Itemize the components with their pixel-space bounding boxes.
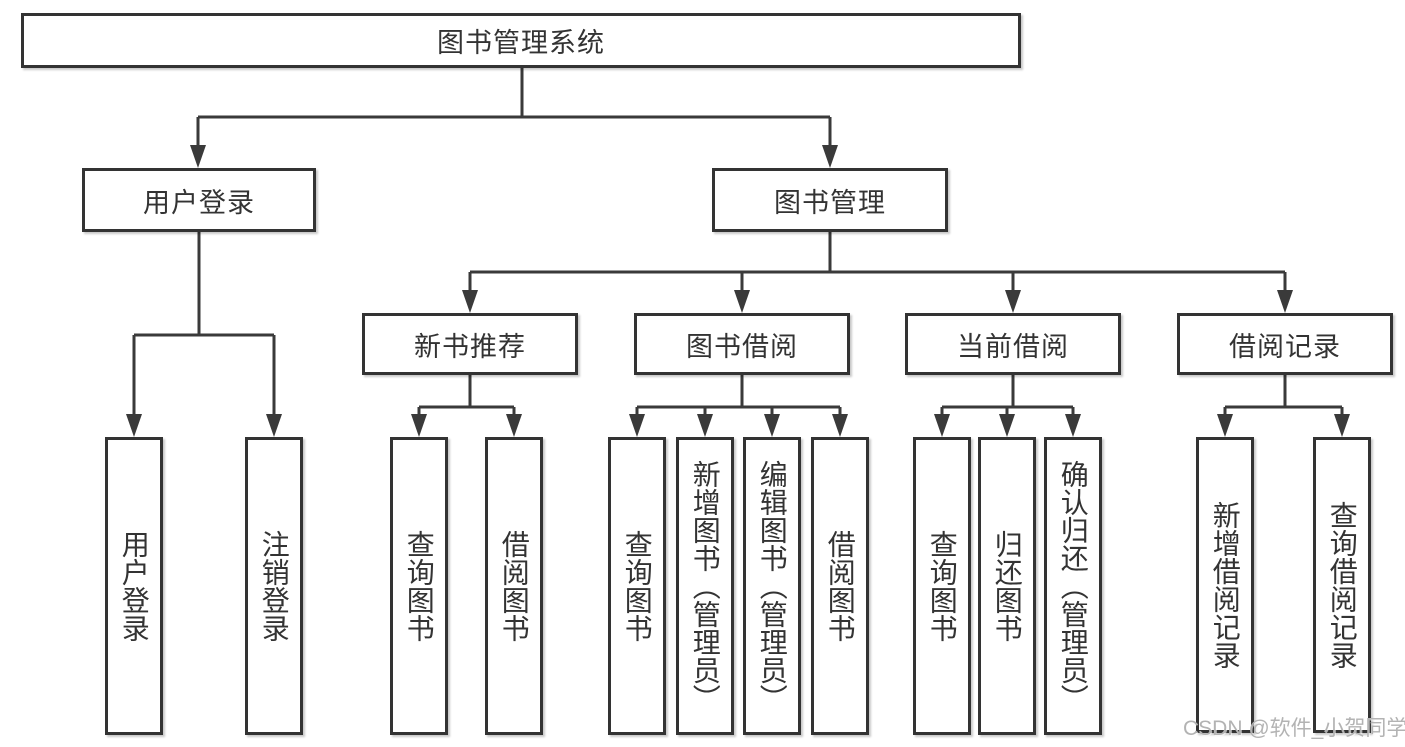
arrowhead-icon <box>734 290 750 313</box>
node-label: 用户登录 <box>118 530 150 642</box>
leaf-query-books-current: 查询图书 <box>913 437 971 735</box>
leaf-return-books: 归还图书 <box>978 437 1036 735</box>
leaf-query-borrow-record: 查询借阅记录 <box>1313 437 1371 733</box>
node-label: 借阅图书 <box>824 530 856 642</box>
node-label: 归还图书 <box>991 530 1023 642</box>
node-label: 确认归还（管理员） <box>1057 460 1089 712</box>
node-label: 编辑图书（管理员） <box>756 460 788 712</box>
arrowhead-icon <box>629 414 645 437</box>
arrowheads <box>126 145 1350 437</box>
node-label: 查询图书 <box>926 530 958 642</box>
node-library-management-system: 图书管理系统 <box>21 13 1021 68</box>
arrowhead-icon <box>126 414 142 437</box>
arrowhead-icon <box>697 414 713 437</box>
node-new-book-recommendation: 新书推荐 <box>362 313 578 375</box>
node-book-management: 图书管理 <box>712 168 948 232</box>
arrowhead-icon <box>411 414 427 437</box>
arrowhead-icon <box>462 290 478 313</box>
leaf-add-books-admin: 新增图书（管理员） <box>676 437 734 735</box>
arrowhead-icon <box>1217 414 1233 437</box>
arrowhead-icon <box>1065 414 1081 437</box>
leaf-edit-books-admin: 编辑图书（管理员） <box>743 437 801 735</box>
arrowhead-icon <box>832 414 848 437</box>
leaf-add-borrow-record: 新增借阅记录 <box>1196 437 1254 733</box>
node-label: 新增图书（管理员） <box>689 460 721 712</box>
arrowhead-icon <box>934 414 950 437</box>
node-label: 借阅记录 <box>1229 331 1341 362</box>
node-label: 注销登录 <box>258 530 290 642</box>
node-book-borrowing: 图书借阅 <box>634 313 850 375</box>
arrowhead-icon <box>1277 290 1293 313</box>
arrowhead-icon <box>822 145 838 168</box>
node-label: 新书推荐 <box>414 331 526 362</box>
csdn-watermark: CSDN @软件_小贺同学 <box>1183 717 1405 740</box>
connector-path <box>132 68 1344 420</box>
arrowhead-icon <box>764 414 780 437</box>
arrowhead-icon <box>190 145 206 168</box>
node-label: 图书管理 <box>774 187 886 218</box>
node-label: 新增借阅记录 <box>1209 501 1241 669</box>
node-current-borrowing: 当前借阅 <box>905 313 1121 375</box>
node-label: 图书借阅 <box>686 331 798 362</box>
leaf-confirm-return-admin: 确认归还（管理员） <box>1044 437 1102 735</box>
leaf-query-books-recommend: 查询图书 <box>390 437 448 735</box>
arrowhead-icon <box>1005 290 1021 313</box>
arrowhead-icon <box>266 414 282 437</box>
leaf-logout: 注销登录 <box>245 437 303 735</box>
leaf-query-books-borrowing: 查询图书 <box>608 437 666 735</box>
node-label: 图书管理系统 <box>437 28 605 58</box>
node-borrowing-records: 借阅记录 <box>1177 313 1393 375</box>
leaf-borrow-books-borrowing: 借阅图书 <box>811 437 869 735</box>
arrowhead-icon <box>1334 414 1350 437</box>
node-user-login: 用户登录 <box>82 168 316 232</box>
node-label: 查询图书 <box>621 530 653 642</box>
leaf-user-login: 用户登录 <box>105 437 163 735</box>
arrowhead-icon <box>506 414 522 437</box>
node-label: 借阅图书 <box>498 530 530 642</box>
node-label: 查询借阅记录 <box>1326 501 1358 669</box>
leaf-borrow-books-recommend: 借阅图书 <box>485 437 543 735</box>
arrowhead-icon <box>999 414 1015 437</box>
node-label: 查询图书 <box>403 530 435 642</box>
node-label: 用户登录 <box>143 187 255 218</box>
node-label: 当前借阅 <box>957 331 1069 362</box>
